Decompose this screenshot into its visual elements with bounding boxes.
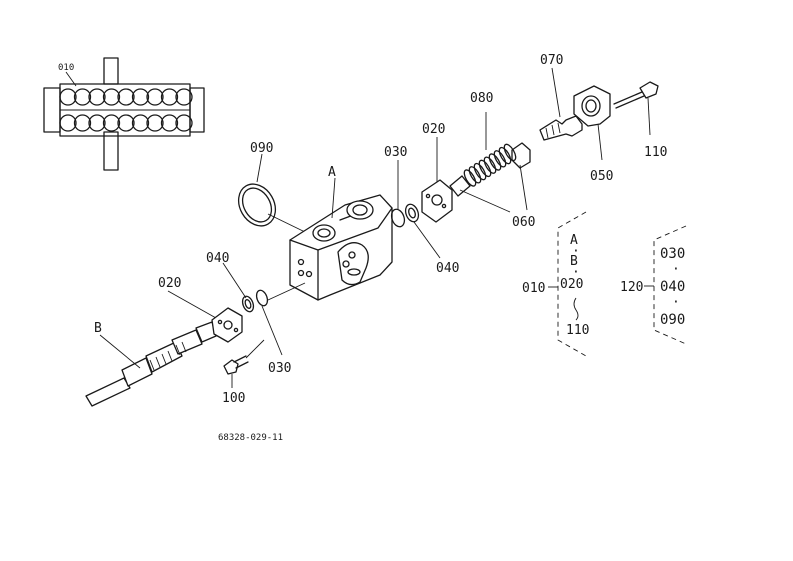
valve-section-circle	[102, 88, 121, 106]
backup-ring-040-right	[404, 203, 441, 259]
legend-010-item-020: 020	[560, 277, 583, 292]
valve-section-circle	[131, 114, 150, 132]
label-030-bottom: 030	[268, 361, 291, 376]
label-020-left: 020	[158, 276, 181, 291]
legend-120-item-040: 040	[660, 279, 685, 295]
legend-010: 010 A · B · 020 110	[522, 211, 589, 357]
label-040-right: 040	[436, 261, 459, 276]
valve-section-circle	[175, 88, 193, 106]
plug-070	[539, 67, 583, 141]
label-a: A	[328, 165, 336, 180]
spring-coil	[503, 143, 517, 162]
label-020-top: 020	[422, 122, 445, 137]
label-080: 080	[470, 91, 493, 106]
spring-coil	[483, 156, 497, 174]
drawing-number: 68328-029-11	[218, 433, 283, 443]
label-040-left: 040	[206, 251, 229, 266]
valve-section-circle	[59, 114, 77, 132]
legend-010-code: 010	[522, 281, 545, 296]
spring-coil	[488, 153, 502, 171]
valve-section-circle	[146, 88, 164, 106]
valve-section-circle	[160, 114, 179, 132]
cover-plate-020-left	[211, 307, 243, 343]
valve-section-circle	[160, 88, 179, 106]
spring-coil	[493, 150, 507, 168]
valve-section-circle	[59, 88, 77, 106]
label-030-top: 030	[384, 145, 407, 160]
spring-coil	[478, 159, 492, 178]
valve-section-circle	[117, 88, 135, 106]
valve-section-circle	[102, 114, 121, 132]
spring-coil	[473, 162, 487, 181]
svg-text:·: ·	[572, 244, 580, 259]
legend-120-item-090: 090	[660, 312, 685, 328]
legend-120-code: 120	[620, 280, 643, 295]
label-060: 060	[512, 215, 535, 230]
seal-060	[459, 164, 528, 213]
spool-b	[85, 290, 217, 407]
spring-coil	[463, 169, 477, 187]
svg-text:·: ·	[672, 262, 680, 277]
legend-010-item-b: B	[570, 254, 578, 269]
label-b: B	[94, 321, 102, 336]
valve-section-circle	[175, 114, 193, 132]
spring-coil	[468, 166, 482, 184]
o-ring-090	[237, 153, 306, 233]
valve-section-circle	[131, 88, 150, 106]
valve-section-circle	[117, 114, 135, 132]
o-ring-030-top	[390, 160, 406, 228]
label-010-assembly: 010	[58, 63, 74, 73]
label-050: 050	[590, 169, 613, 184]
label-070: 070	[540, 53, 563, 68]
spring-coil	[498, 146, 512, 165]
valve-section-circle	[88, 88, 106, 106]
label-110: 110	[644, 145, 667, 160]
cover-plate-020-top	[421, 137, 453, 223]
end-cover-050	[573, 85, 611, 161]
legend-010-item-a: A	[570, 233, 578, 248]
svg-text:·: ·	[672, 295, 680, 310]
legend-010-item-110: 110	[566, 323, 589, 338]
svg-text:·: ·	[572, 265, 580, 280]
label-090: 090	[250, 141, 273, 156]
legend-120-item-030: 030	[660, 246, 685, 262]
valve-stack-assembly: 010	[43, 57, 205, 171]
valve-body-a	[267, 177, 393, 301]
valve-section-circle	[73, 88, 92, 106]
valve-section-circle	[88, 114, 106, 132]
screw-100	[223, 339, 265, 388]
valve-section-circle	[73, 114, 92, 132]
o-ring-030-bottom	[255, 289, 283, 356]
label-100: 100	[222, 391, 245, 406]
bolt-110	[613, 81, 659, 136]
backup-ring-040-left	[222, 262, 255, 313]
valve-section-circle	[146, 114, 164, 132]
legend-120: 120 030 · 040 · 090	[620, 225, 687, 345]
spring-080	[449, 112, 531, 197]
